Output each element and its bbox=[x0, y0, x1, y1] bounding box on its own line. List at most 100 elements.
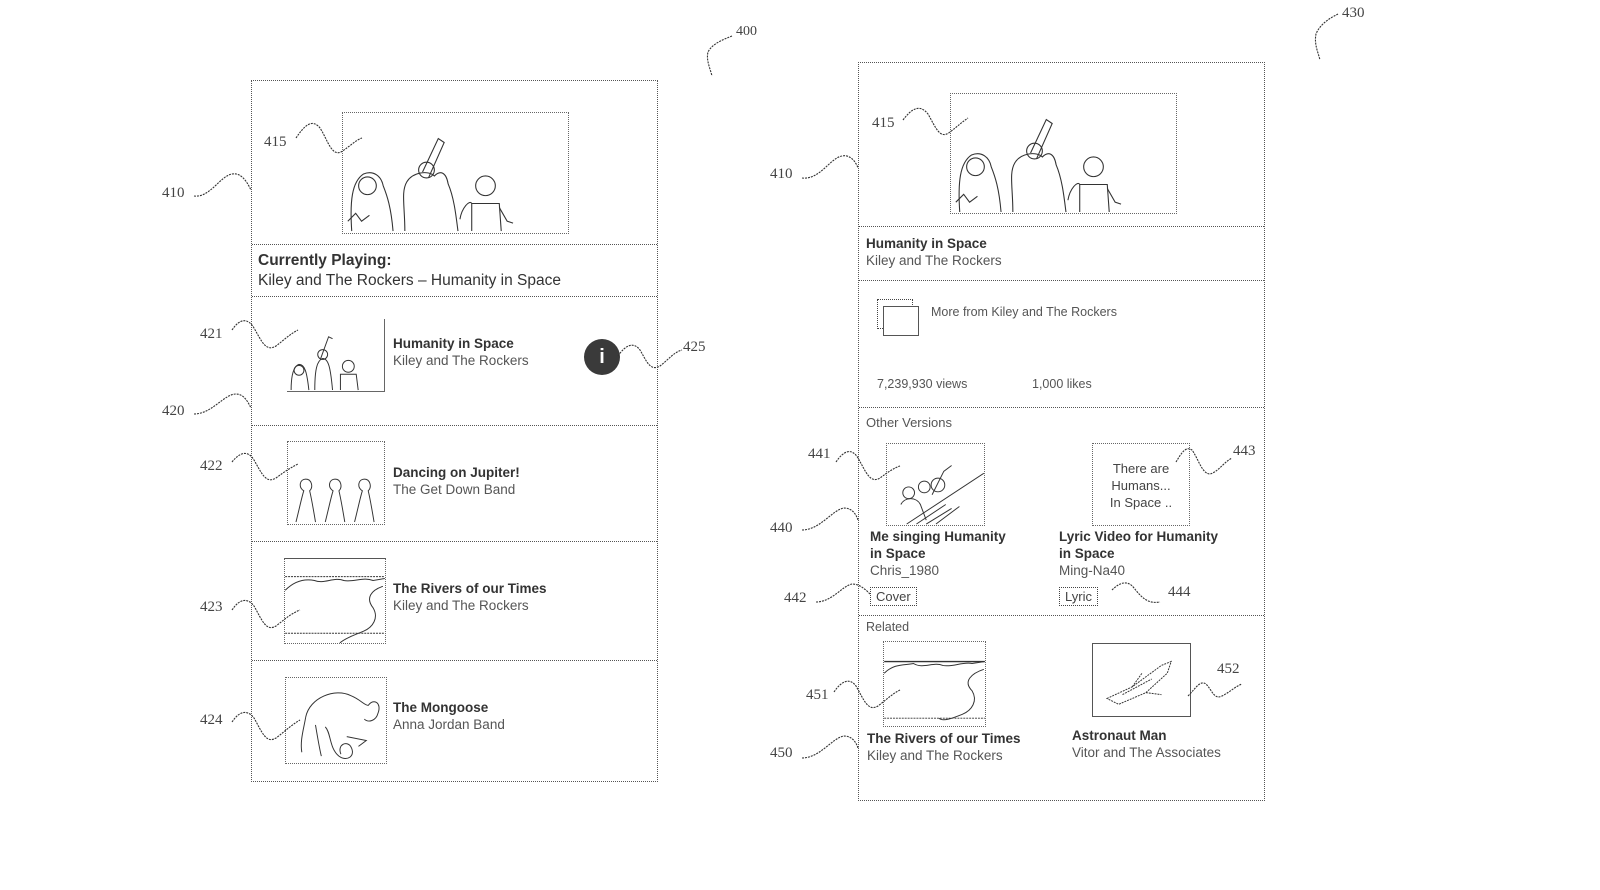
ref-label-415: 415 bbox=[264, 134, 287, 150]
video-player[interactable] bbox=[950, 93, 1177, 214]
track-title: Dancing on Jupiter! bbox=[393, 465, 520, 480]
version-tag-cover: Cover bbox=[870, 587, 917, 606]
divider bbox=[252, 425, 657, 426]
playlist-item[interactable]: Dancing on Jupiter! The Get Down Band bbox=[252, 426, 657, 541]
river-icon bbox=[285, 576, 385, 643]
ref-label-410b: 410 bbox=[770, 166, 793, 182]
playlist-item[interactable]: The Rivers of our Times Kiley and The Ro… bbox=[252, 542, 657, 660]
leader-450 bbox=[801, 735, 859, 759]
track-artist: Anna Jordan Band bbox=[393, 717, 505, 732]
views-count: 7,239,930 views bbox=[877, 377, 968, 391]
related-title: The Rivers of our Times bbox=[867, 731, 1021, 746]
version-title-line1: Me singing Humanity bbox=[870, 529, 1006, 544]
divider bbox=[252, 244, 657, 245]
related-artist: Kiley and The Rockers bbox=[867, 748, 1003, 763]
ref-label-422: 422 bbox=[200, 458, 223, 474]
leader-430 bbox=[1314, 13, 1339, 61]
ref-label-440: 440 bbox=[770, 520, 793, 536]
divider bbox=[252, 296, 657, 297]
band-icon bbox=[290, 336, 359, 391]
ref-label-425: 425 bbox=[683, 339, 706, 355]
playlist-item[interactable]: The Mongoose Anna Jordan Band bbox=[252, 661, 657, 781]
divider bbox=[859, 615, 1264, 616]
ref-label-421: 421 bbox=[200, 326, 223, 342]
track-artist: Kiley and The Rockers bbox=[393, 598, 529, 613]
info-icon: i bbox=[599, 346, 605, 368]
related-heading: Related bbox=[866, 620, 910, 634]
divider bbox=[252, 541, 657, 542]
leader-410-right bbox=[801, 155, 859, 179]
more-from-label: More from Kiley and The Rockers bbox=[931, 305, 1117, 319]
track-artist: The Get Down Band bbox=[393, 482, 516, 497]
ref-label-423: 423 bbox=[200, 599, 223, 615]
version-tag-lyric: Lyric bbox=[1059, 587, 1098, 606]
version-thumbnail: There are Humans... In Space .. bbox=[1092, 443, 1190, 526]
video-player[interactable] bbox=[342, 112, 569, 234]
dancers-icon bbox=[295, 478, 375, 523]
version-title-line1: Lyric Video for Humanity bbox=[1059, 529, 1219, 544]
version-user: Chris_1980 bbox=[870, 563, 940, 578]
ref-label-441: 441 bbox=[808, 446, 831, 462]
divider bbox=[859, 226, 1264, 227]
video-artist: Kiley and The Rockers bbox=[866, 253, 1002, 268]
video-details: Humanity in Space Kiley and The Rockers bbox=[866, 235, 1002, 269]
ref-label-451: 451 bbox=[806, 687, 829, 703]
other-versions-heading: Other Versions bbox=[866, 415, 952, 430]
figure-ref-400: 400 bbox=[736, 24, 757, 39]
ref-label-444: 444 bbox=[1168, 584, 1191, 600]
left-screen: Currently Playing: Kiley and The Rockers… bbox=[251, 80, 658, 782]
space-shuttle-icon bbox=[1105, 660, 1172, 705]
info-button[interactable]: i bbox=[584, 339, 620, 375]
version-title-line2: in Space bbox=[1059, 546, 1115, 561]
lyric-line: Humans... bbox=[1111, 478, 1171, 493]
now-playing: Currently Playing: Kiley and The Rockers… bbox=[258, 251, 561, 291]
now-playing-text: Kiley and The Rockers – Humanity in Spac… bbox=[258, 272, 561, 289]
cover-singer-icon bbox=[900, 465, 984, 525]
right-screen: Humanity in Space Kiley and The Rockers … bbox=[858, 62, 1265, 801]
mongoose-icon bbox=[300, 692, 380, 759]
track-thumbnail bbox=[285, 677, 387, 764]
ref-label-443: 443 bbox=[1233, 443, 1256, 459]
version-card[interactable]: There are Humans... In Space .. Lyric Vi… bbox=[1059, 443, 1259, 613]
river-icon bbox=[884, 660, 985, 721]
version-title-line2: in Space bbox=[870, 546, 926, 561]
version-user: Ming-Na40 bbox=[1059, 563, 1126, 578]
ref-label-415b: 415 bbox=[872, 115, 895, 131]
ref-label-450: 450 bbox=[770, 745, 793, 761]
related-card[interactable]: The Rivers of our Times Kiley and The Ro… bbox=[866, 639, 1056, 769]
ref-label-442: 442 bbox=[784, 590, 807, 606]
track-thumbnail bbox=[287, 441, 385, 525]
now-playing-heading: Currently Playing: bbox=[258, 252, 392, 269]
related-artist: Vitor and The Associates bbox=[1072, 745, 1221, 760]
leader-440 bbox=[801, 507, 859, 531]
divider bbox=[859, 280, 1264, 281]
band-illustration-icon bbox=[955, 118, 1122, 213]
related-thumbnail bbox=[883, 641, 986, 727]
ref-label-410: 410 bbox=[162, 185, 185, 201]
divider bbox=[252, 660, 657, 661]
track-title: The Rivers of our Times bbox=[393, 581, 547, 596]
related-thumbnail bbox=[1092, 643, 1191, 717]
track-title: Humanity in Space bbox=[393, 336, 514, 351]
track-title: The Mongoose bbox=[393, 700, 489, 715]
likes-count: 1,000 likes bbox=[1032, 377, 1092, 391]
track-artist: Kiley and The Rockers bbox=[393, 353, 529, 368]
related-card[interactable]: Astronaut Man Vitor and The Associates bbox=[1071, 639, 1261, 769]
playlist-item[interactable]: Humanity in Space Kiley and The Rockers … bbox=[252, 297, 657, 424]
track-thumbnail bbox=[287, 319, 385, 392]
leader-420 bbox=[193, 393, 252, 415]
divider bbox=[859, 407, 1264, 408]
leader-410-left bbox=[193, 173, 252, 197]
ref-label-452: 452 bbox=[1217, 661, 1240, 677]
version-card[interactable]: Me singing Humanity in Space Chris_1980 … bbox=[869, 443, 1039, 613]
leader-400 bbox=[706, 35, 733, 77]
playlist-stack-icon bbox=[877, 299, 919, 336]
version-thumbnail bbox=[886, 443, 985, 526]
video-title: Humanity in Space bbox=[866, 236, 987, 251]
ref-label-424: 424 bbox=[200, 712, 223, 728]
band-illustration-icon bbox=[347, 137, 514, 232]
related-title: Astronaut Man bbox=[1072, 728, 1167, 743]
more-from-link[interactable]: More from Kiley and The Rockers bbox=[877, 299, 1177, 337]
ref-label-420: 420 bbox=[162, 403, 185, 419]
